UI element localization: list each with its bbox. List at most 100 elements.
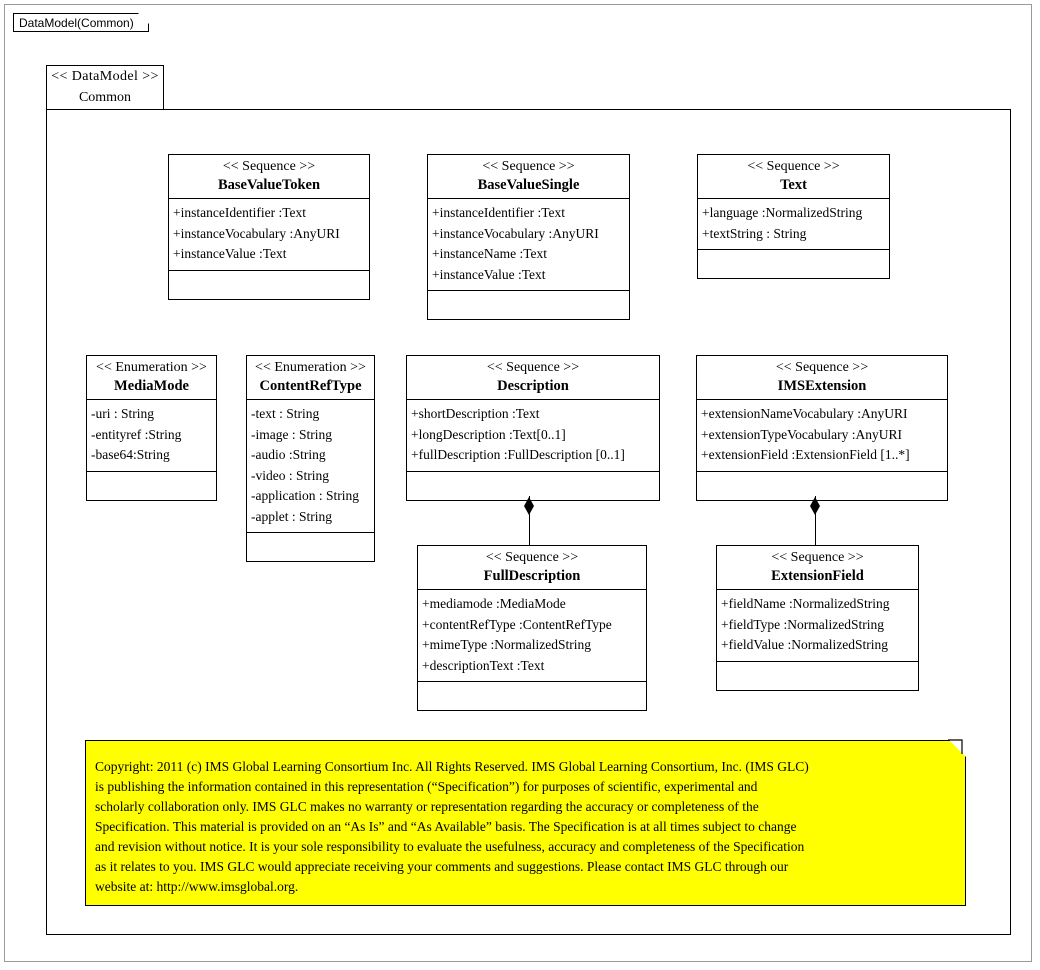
class-attribute: +instanceVocabulary :AnyURI [173,225,340,241]
class-attribute: -base64:String [91,447,170,462]
class-attribute: +descriptionText :Text [422,657,545,673]
class-name: ExtensionField [771,568,864,584]
class-header: << Enumeration >> ContentRefType [247,356,374,400]
class-attribute: -text : String [251,406,320,421]
class-attribute: -entityref :String [91,426,182,442]
class-stereotype: << Enumeration >> [255,360,366,375]
diagram-frame-tab-label: DataModel(Common) [13,13,149,32]
class-header: << Sequence >> BaseValueSingle [428,155,629,199]
class-attribute: +fieldType :NormalizedString [721,616,885,632]
class-operations [87,472,216,500]
class-attribute: +contentRefType :ContentRefType [422,616,612,632]
class-operations [247,533,374,561]
association-line-description-fulldescription[interactable] [529,496,530,547]
class-text[interactable]: << Sequence >> Text +language :Normalize… [697,154,890,279]
class-attributes: +fieldName :NormalizedString +fieldType … [717,590,918,662]
class-operations [169,271,369,299]
note-line: Specification. This material is provided… [95,819,797,834]
class-name: Description [497,378,569,394]
class-attribute: +extensionTypeVocabulary :AnyURI [701,426,903,442]
class-attributes: +language :NormalizedString +textString … [698,199,889,250]
class-mediamode[interactable]: << Enumeration >> MediaMode -uri : Strin… [86,355,217,501]
class-attribute: +instanceIdentifier :Text [432,205,565,220]
composition-diamond-description [524,497,534,515]
class-header: << Enumeration >> MediaMode [87,356,216,400]
class-attributes: +instanceIdentifier :Text +instanceVocab… [169,199,369,271]
class-basevaluesingle[interactable]: << Sequence >> BaseValueSingle +instance… [427,154,630,320]
note-line: as it relates to you. IMS GLC would appr… [95,859,789,874]
class-operations [418,682,646,710]
class-attribute: +instanceValue :Text [432,266,546,282]
class-attribute: +fullDescription :FullDescription [0..1] [411,447,625,462]
class-fulldescription[interactable]: << Sequence >> FullDescription +mediamod… [417,545,647,711]
class-name: BaseValueToken [217,177,321,193]
class-attributes: +shortDescription :Text +longDescription… [407,400,659,472]
note-line: is publishing the information contained … [95,779,758,794]
class-header: << Sequence >> Description [407,356,659,400]
note-line: scholarly collaboration only. IMS GLC ma… [95,799,759,814]
class-header: << Sequence >> ExtensionField [717,546,918,590]
class-description[interactable]: << Sequence >> Description +shortDescrip… [406,355,660,501]
note-line: Copyright: 2011 (c) IMS Global Learning … [95,759,809,774]
class-header: << Sequence >> IMSExtension [697,356,947,400]
class-stereotype: << Sequence >> [771,550,864,565]
class-contentreftype[interactable]: << Enumeration >> ContentRefType -text :… [246,355,375,562]
class-operations [717,662,918,690]
class-attribute: +textString : String [702,225,807,241]
class-stereotype: << Sequence >> [747,159,840,174]
class-stereotype: << Sequence >> [222,159,316,174]
class-stereotype: << Sequence >> [486,360,580,375]
package-name: Common [78,90,132,105]
class-name: MediaMode [114,378,189,394]
composition-diamond-imsextension [810,497,820,515]
note-text: Copyright: 2011 (c) IMS Global Learning … [95,757,955,897]
class-attribute: +extensionField :ExtensionField [1..*] [701,447,910,462]
class-header: << Sequence >> Text [698,155,889,199]
class-attribute: +instanceValue :Text [173,246,287,261]
class-attributes: -text : String -image : String -audio :S… [247,400,374,533]
class-name: BaseValueSingle [477,177,580,193]
class-attribute: +fieldValue :NormalizedString [721,637,888,652]
class-attribute: +shortDescription :Text [411,406,540,421]
class-name: ContentRefType [259,378,362,394]
note-line: website at: http://www.imsglobal.org. [95,879,299,894]
class-attribute: +instanceVocabulary :AnyURI [432,225,599,241]
class-header: << Sequence >> FullDescription [418,546,646,590]
class-attribute: +language :NormalizedString [702,205,863,220]
package-stereotype: << DataModel >> [51,69,159,84]
class-attribute: +mediamode :MediaMode [422,596,566,611]
class-basevaluetoken[interactable]: << Sequence >> BaseValueToken +instanceI… [168,154,370,300]
class-attribute: +fieldName :NormalizedString [721,596,890,611]
class-attribute: -video : String [251,467,329,483]
class-stereotype: << Sequence >> [775,360,869,375]
association-line-imsextension-extensionfield[interactable] [815,496,816,547]
note-fold-corner-icon [949,740,966,757]
class-attributes: +mediamode :MediaMode +contentRefType :C… [418,590,646,682]
class-name: FullDescription [483,568,581,584]
class-imsextension[interactable]: << Sequence >> IMSExtension +extensionNa… [696,355,948,501]
diagram-frame: DataModel(Common) << DataModel >> Common… [4,4,1032,962]
class-name: Text [780,177,807,193]
class-attributes: -uri : String -entityref :String -base64… [87,400,216,472]
class-attribute: -applet : String [251,508,332,524]
class-attribute: -image : String [251,426,332,442]
class-operations [428,291,629,319]
class-name: IMSExtension [777,378,867,394]
note-line: and revision without notice. It is your … [95,839,805,854]
class-header: << Sequence >> BaseValueToken [169,155,369,199]
class-attribute: -application : String [251,488,359,503]
class-operations [407,472,659,500]
class-operations [698,250,889,278]
class-attribute: +mimeType :NormalizedString [422,637,592,652]
class-attribute: +instanceName :Text [432,246,548,261]
class-operations [697,472,947,500]
class-attributes: +instanceIdentifier :Text +instanceVocab… [428,199,629,291]
class-attributes: +extensionNameVocabulary :AnyURI +extens… [697,400,947,472]
copyright-note[interactable]: Copyright: 2011 (c) IMS Global Learning … [85,739,966,906]
class-attribute: -audio :String [251,447,326,462]
class-attribute: -uri : String [91,406,154,421]
class-attribute: +longDescription :Text[0..1] [411,426,566,442]
class-extensionfield[interactable]: << Sequence >> ExtensionField +fieldName… [716,545,919,691]
package-tab-datamodel-common[interactable]: << DataModel >> Common [46,65,164,110]
class-attribute: +extensionNameVocabulary :AnyURI [701,406,908,421]
